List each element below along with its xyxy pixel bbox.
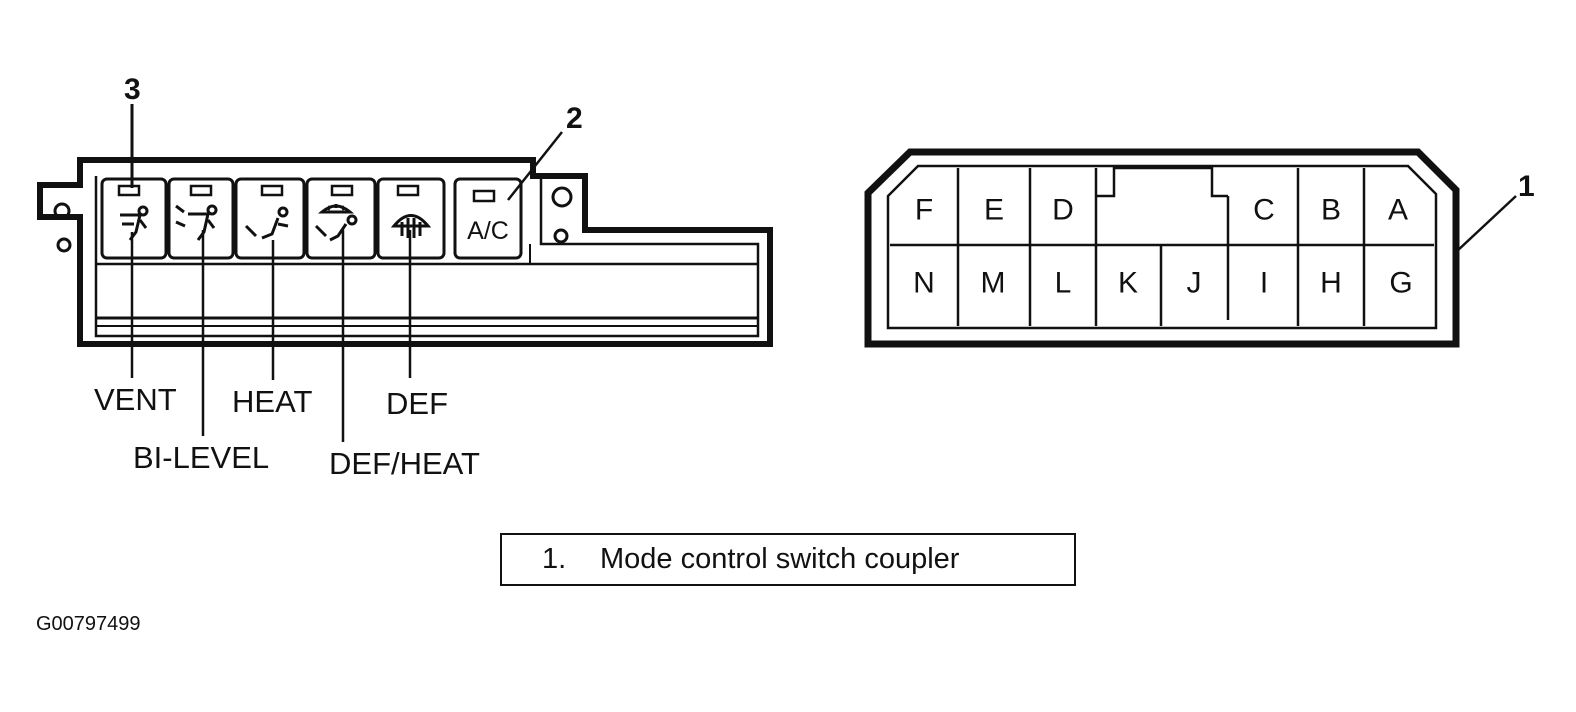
pin-g: G: [1389, 267, 1412, 300]
def-heat-icon: [314, 204, 358, 242]
heat-icon: [244, 206, 289, 240]
indicator-lamp: [330, 184, 354, 197]
pin-i: I: [1260, 267, 1268, 300]
switch-coupler: [864, 148, 1460, 348]
bi-level-label: BI-LEVEL: [133, 440, 269, 475]
indicator-lamp: [472, 189, 496, 203]
callout-1-leader: [1455, 195, 1517, 253]
indicator-lamp: [117, 184, 141, 197]
ac-button-label: A/C: [467, 217, 509, 245]
pin-l: L: [1055, 267, 1072, 300]
pin-j: J: [1187, 267, 1202, 300]
mode-switch-panel: [37, 157, 773, 347]
callout-3: 3: [124, 73, 141, 106]
vent-switch[interactable]: [100, 177, 168, 260]
switch-leader-lines: [130, 230, 412, 442]
legend-text: Mode control switch coupler: [600, 543, 960, 575]
def-heat-label: DEF/HEAT: [329, 446, 480, 481]
callout-2-leader: [507, 131, 563, 201]
mount-hole: [551, 186, 573, 208]
pin-k: K: [1118, 267, 1138, 300]
pin-f: F: [915, 194, 933, 227]
heat-switch[interactable]: [234, 177, 306, 260]
pin-a: A: [1388, 194, 1408, 227]
vent-label: VENT: [94, 382, 177, 417]
callout-1: 1: [1518, 170, 1535, 203]
def-heat-switch[interactable]: [305, 177, 377, 260]
mount-hole: [53, 202, 71, 220]
pin-b: B: [1321, 194, 1341, 227]
ac-switch[interactable]: A/C: [453, 177, 523, 260]
pin-e: E: [984, 194, 1004, 227]
defrost-icon: [390, 214, 432, 238]
pin-d: D: [1052, 194, 1074, 227]
bi-level-switch[interactable]: [167, 177, 235, 260]
def-label: DEF: [386, 386, 448, 421]
pin-h: H: [1320, 267, 1342, 300]
mount-hole: [553, 228, 569, 244]
indicator-lamp: [189, 184, 213, 197]
pin-m: M: [981, 267, 1006, 300]
mount-hole: [56, 237, 72, 253]
legend-number: 1.: [542, 543, 567, 575]
indicator-lamp: [396, 184, 420, 197]
bi-level-icon: [175, 204, 218, 241]
pin-n: N: [913, 267, 935, 300]
figure-id: G00797499: [36, 613, 141, 635]
callout-2: 2: [566, 102, 583, 135]
legend-box: 1. Mode control switch coupler: [500, 533, 1076, 586]
pin-c: C: [1253, 194, 1275, 227]
indicator-lamp: [260, 184, 284, 197]
heat-label: HEAT: [232, 384, 312, 419]
